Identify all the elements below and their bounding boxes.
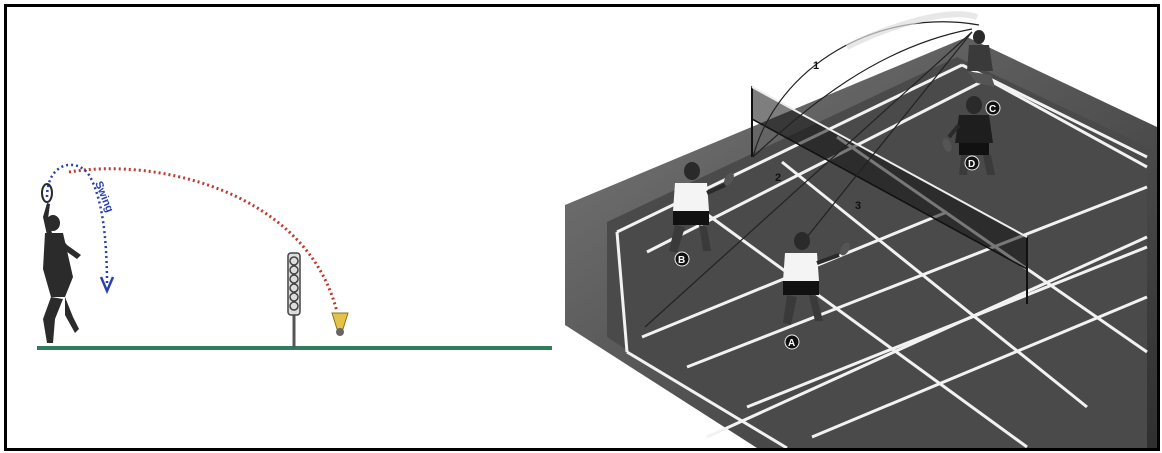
player-label-c: C	[989, 104, 996, 115]
doubles-court-diagram: 1 2 3 B A	[547, 7, 1157, 448]
player-silhouette	[42, 184, 81, 343]
player-label-d: D	[968, 159, 975, 170]
player-label-a: A	[788, 338, 795, 349]
net-post	[288, 253, 300, 348]
trajectory-label-2: 2	[775, 172, 781, 184]
trajectory-label-3: 3	[855, 200, 861, 212]
smash-diagram: Swing	[7, 7, 567, 448]
shuttlecock-icon	[332, 313, 348, 336]
swing-label: Swing	[92, 180, 115, 215]
trajectory-label-1: 1	[813, 60, 819, 72]
player-label-b: B	[678, 255, 685, 266]
swing-arrowhead	[101, 277, 113, 291]
figure-frame: Swing	[4, 4, 1160, 451]
